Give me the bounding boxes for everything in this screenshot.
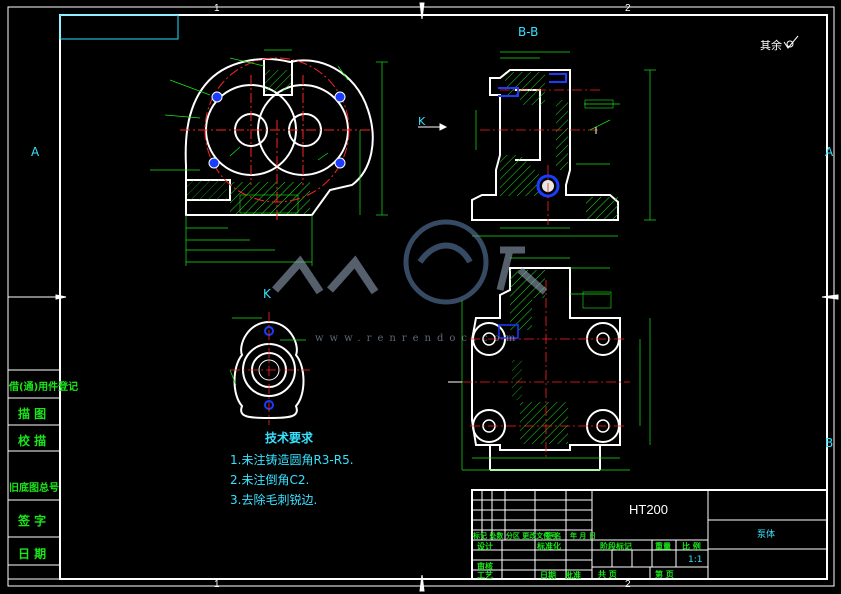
view-k-arrow — [418, 123, 448, 131]
strip-label: 日 期 — [18, 547, 47, 561]
code-box — [59, 14, 179, 40]
sheet-number-label: 第 页 — [655, 570, 674, 579]
view-k-arrow-label: K — [418, 115, 426, 128]
part-name: 泵体 — [757, 530, 776, 540]
zone-label-bottom-2: 2 — [625, 579, 631, 590]
revision-row-label: 年 月 日 — [570, 532, 596, 540]
revision-row-label: 签 名 — [545, 532, 562, 540]
front-view — [150, 49, 388, 266]
zone-label-bottom-1: 1 — [214, 579, 220, 590]
sheets-total-label: 共 页 — [598, 570, 617, 579]
strip-label: 借(通)用件登记 — [9, 382, 79, 393]
section-label: B-B — [518, 25, 539, 39]
stage-mark-label: 阶段标记 — [600, 542, 632, 551]
strip-label: 描 图 — [18, 407, 47, 421]
strip-label: 校 描 — [18, 434, 47, 448]
strip-label: 旧底图总号 — [9, 483, 59, 494]
roughness-note: 其余 — [760, 40, 782, 52]
section-arrows — [448, 127, 597, 383]
left-info-strip — [7, 296, 61, 580]
scale-value: 1:1 — [688, 555, 703, 565]
tech-req-item: 1.未注铸造圆角R3-R5. — [230, 453, 354, 467]
zone-label-left-a: A — [31, 145, 40, 159]
revision-row-label: 标记 处数 分区 更改文件号 — [473, 532, 558, 540]
weight-label: 重量 — [655, 542, 671, 551]
tech-req-title: 技术要求 — [265, 431, 314, 445]
zone-label-top-2: 2 — [625, 3, 631, 14]
view-k-title: K — [263, 287, 271, 301]
standardize-label: 标准化 — [537, 542, 561, 551]
zone-label-right-b: B — [825, 436, 834, 450]
zone-label-top-1: 1 — [214, 3, 220, 14]
date-label: 日期 — [540, 571, 556, 580]
top-view — [461, 257, 651, 471]
zone-label-right-a: A — [825, 145, 834, 159]
tech-req-item: 2.未注倒角C2. — [230, 473, 310, 487]
strip-label: 签 字 — [18, 514, 47, 528]
title-block — [471, 489, 828, 580]
watermark-logo — [272, 219, 548, 305]
watermark-url: www.renrendoc.com — [315, 333, 522, 344]
tech-req-item: 3.去除毛刺锐边. — [230, 493, 318, 507]
roughness-icon — [783, 35, 799, 49]
process-label: 工艺 — [477, 571, 493, 580]
design-label: 设计 — [477, 542, 493, 551]
approve-label: 批准 — [565, 571, 581, 580]
section-b-b — [471, 51, 656, 237]
scale-header: 比 例 — [682, 542, 701, 551]
material-value: HT200 — [629, 502, 669, 517]
review-label: 审核 — [477, 562, 493, 571]
view-k — [229, 312, 310, 425]
